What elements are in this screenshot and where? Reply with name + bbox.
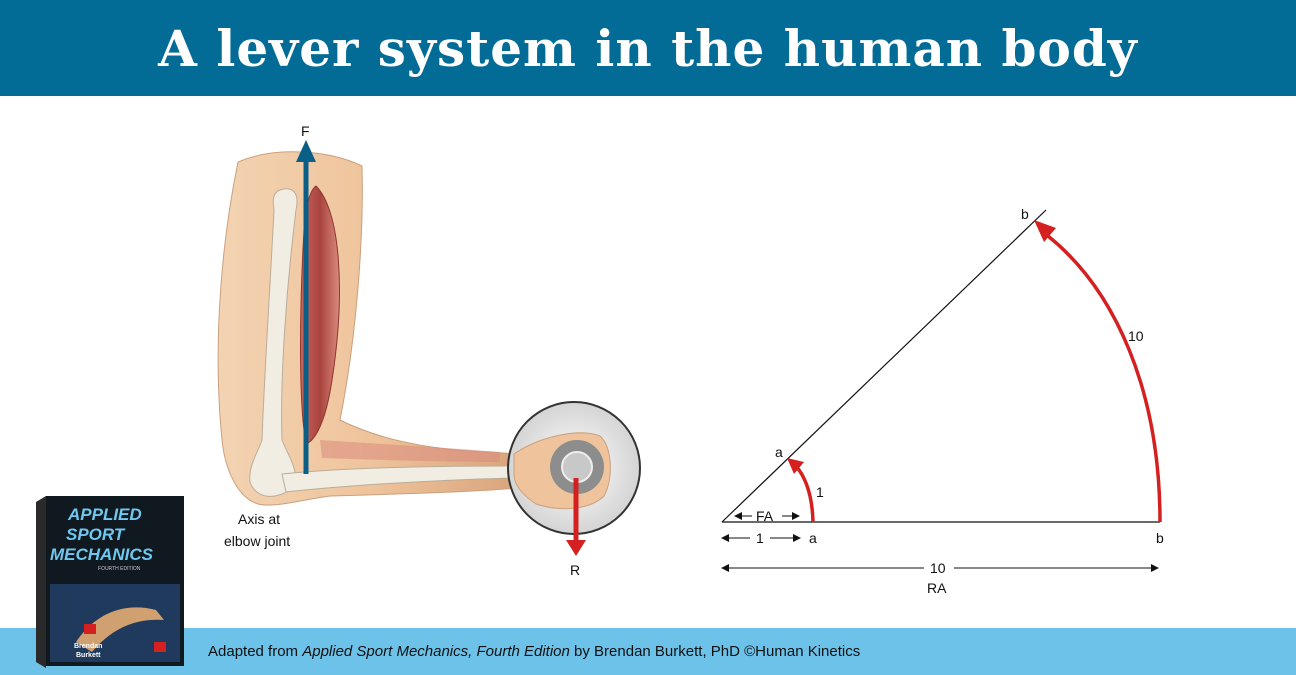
page-title: A lever system in the human body xyxy=(158,18,1138,78)
point-a-lower-label: a xyxy=(809,530,817,546)
large-arc-arrow xyxy=(1046,234,1162,523)
small-arc-value: 1 xyxy=(816,484,824,500)
footer-bar: Adapted from Applied Sport Mechanics, Fo… xyxy=(0,628,1296,675)
axis-label-line2: elbow joint xyxy=(224,533,290,549)
one-distance-label: 1 xyxy=(756,530,764,546)
upper-arm-skin xyxy=(217,151,519,506)
forearm-muscle xyxy=(320,440,500,462)
dumbbell-handle-inner xyxy=(561,451,593,483)
large-arc-value: 10 xyxy=(1128,328,1144,344)
small-arc-arrow xyxy=(794,464,815,523)
point-b-lower-label: b xyxy=(1156,530,1164,546)
ten-distance-label: 10 xyxy=(930,560,946,576)
book-title-line3: MECHANICS xyxy=(50,545,154,564)
athlete-figure xyxy=(76,607,164,652)
footer-book-title: Applied Sport Mechanics, Fourth Edition xyxy=(302,643,570,660)
illustration-area: F R Axis at elbow joint b 10 a 1 FA 1 xyxy=(217,123,1164,596)
force-label: F xyxy=(301,123,310,139)
book-spine xyxy=(36,496,46,668)
resistance-label: R xyxy=(570,562,580,578)
fa-label: FA xyxy=(756,508,774,524)
book-author-line1: Brendan xyxy=(74,643,102,650)
footer-credit: Adapted from Applied Sport Mechanics, Fo… xyxy=(208,643,860,660)
lever-diagram xyxy=(721,209,1162,572)
book-title-line1: APPLIED xyxy=(67,505,142,524)
resistance-arrow xyxy=(566,478,586,556)
point-b-upper-label: b xyxy=(1021,206,1029,222)
humerus-bone xyxy=(249,188,298,497)
book-title-line2: SPORT xyxy=(66,525,126,544)
small-arc-arrowhead xyxy=(787,458,804,474)
force-arrow xyxy=(296,140,316,474)
footer-prefix: Adapted from xyxy=(208,643,303,660)
athlete-shoe-left xyxy=(84,624,96,634)
arm-illustration xyxy=(217,151,641,535)
axis-label-line1: Axis at xyxy=(238,511,280,527)
large-arc-arrowhead xyxy=(1034,220,1056,242)
point-a-upper-label: a xyxy=(775,444,783,460)
book-cover: APPLIED SPORT MECHANICS FOURTH EDITION B… xyxy=(36,496,184,668)
footer-suffix: by Brendan Burkett, PhD ©Human Kinetics xyxy=(569,643,861,660)
header-banner: A lever system in the human body xyxy=(0,0,1296,96)
athlete-shoe-right xyxy=(154,642,166,652)
book-edition: FOURTH EDITION xyxy=(98,566,141,572)
book-author-line2: Burkett xyxy=(76,652,101,659)
ra-label: RA xyxy=(927,580,947,596)
lever-rotated-line xyxy=(721,209,1047,523)
